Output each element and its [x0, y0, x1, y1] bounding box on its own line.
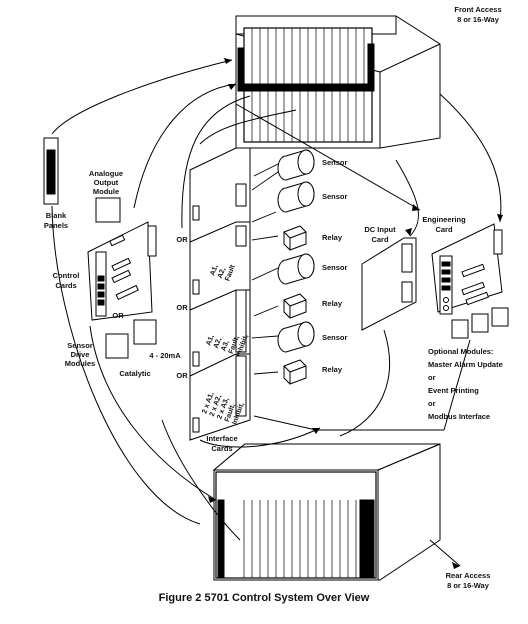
- dc-input-label-1: DC Input: [364, 225, 396, 234]
- interface-card-2: [189, 221, 251, 311]
- relay-label-2: Relay: [322, 299, 343, 308]
- svg-text:A2,: A2,: [217, 267, 227, 280]
- front-access-label-2: 8 or 16-Way: [457, 15, 500, 24]
- sensor-cylinder-1: [277, 149, 315, 181]
- svg-text:A3,: A3,: [220, 339, 230, 352]
- or-label-3: OR: [176, 371, 188, 380]
- svg-text:A1,: A1,: [205, 334, 215, 347]
- blank-panels-label-1: Blank: [46, 211, 67, 220]
- blank-panels-label-2: Panels: [44, 221, 68, 230]
- optional-modules-master: Master Alarm Update: [428, 360, 503, 369]
- svg-text:A2,: A2,: [213, 337, 223, 350]
- relay-label-1: Relay: [322, 233, 343, 242]
- svg-text:A1,: A1,: [209, 264, 219, 277]
- relay-label-3: Relay: [322, 365, 343, 374]
- interface-card-4: [189, 353, 251, 441]
- rear-access-rack: [212, 443, 441, 581]
- or-label-1: OR: [176, 235, 188, 244]
- optional-modules-event: Event Printing: [428, 386, 479, 395]
- control-cards-label-1: Control: [53, 271, 80, 280]
- engineering-label-1: Engineering: [422, 215, 466, 224]
- analogue-output-label-2: Output: [94, 178, 119, 187]
- sensor-label-4: Sensor: [322, 333, 348, 342]
- rear-access-label-2: 8 or 16-Way: [447, 581, 490, 590]
- field-connections: [251, 163, 279, 375]
- sensor-label-3: Sensor: [322, 263, 348, 272]
- front-access-rack: [235, 15, 441, 149]
- rear-access-label-1: Rear Access: [446, 571, 491, 580]
- figure-caption: Figure 2 5701 Control System Over View: [159, 592, 370, 604]
- four-twenty-label: 4 - 20mA: [149, 351, 181, 360]
- interface-cards-label-1: Interface: [206, 434, 237, 443]
- engineering-label-2: Card: [435, 225, 453, 234]
- front-access-label-1: Front Access: [454, 5, 501, 14]
- dc-input-label-2: Card: [371, 235, 389, 244]
- blank-panel: [43, 137, 59, 205]
- interface-cards-label-2: Cards: [211, 444, 232, 453]
- catalytic-label: Catalytic: [119, 369, 150, 378]
- sensor-drive-modules: [105, 319, 157, 359]
- analogue-output-label-1: Analogue: [89, 169, 123, 178]
- analogue-output-module: [95, 197, 121, 223]
- optional-modules-modbus: Modbus Interface: [428, 412, 490, 421]
- optional-modules-or-2: or: [428, 399, 436, 408]
- optional-modules: [451, 307, 509, 339]
- arrowheads: [208, 58, 503, 569]
- sensor-drive-label-3: Modules: [65, 359, 95, 368]
- dc-input-card: [361, 237, 417, 331]
- relay-box-1: [283, 225, 307, 251]
- sensor-drive-label-1: Sensor: [67, 341, 93, 350]
- or-label-control: OR: [112, 311, 124, 320]
- relay-box-3: [283, 359, 307, 385]
- or-label-2: OR: [176, 303, 188, 312]
- sensor-cylinder-2: [277, 181, 315, 213]
- analogue-output-label-3: Module: [93, 187, 119, 196]
- optional-modules-or-1: or: [428, 373, 436, 382]
- interface-card-1: [189, 147, 251, 243]
- control-cards-label-2: Cards: [55, 281, 76, 290]
- engineering-card: [431, 223, 503, 315]
- control-card: [87, 221, 157, 321]
- sensor-cylinder-4: [277, 321, 315, 353]
- sensor-cylinder-3: [277, 253, 315, 285]
- sensor-label-1: Sensor: [322, 158, 348, 167]
- sensor-drive-label-2: Drive: [71, 350, 90, 359]
- optional-modules-title: Optional Modules:: [428, 347, 493, 356]
- sensor-label-2: Sensor: [322, 192, 348, 201]
- relay-box-2: [283, 293, 307, 319]
- card2-text: A1, A2, A3, Fault, Inhibit,: [205, 334, 250, 358]
